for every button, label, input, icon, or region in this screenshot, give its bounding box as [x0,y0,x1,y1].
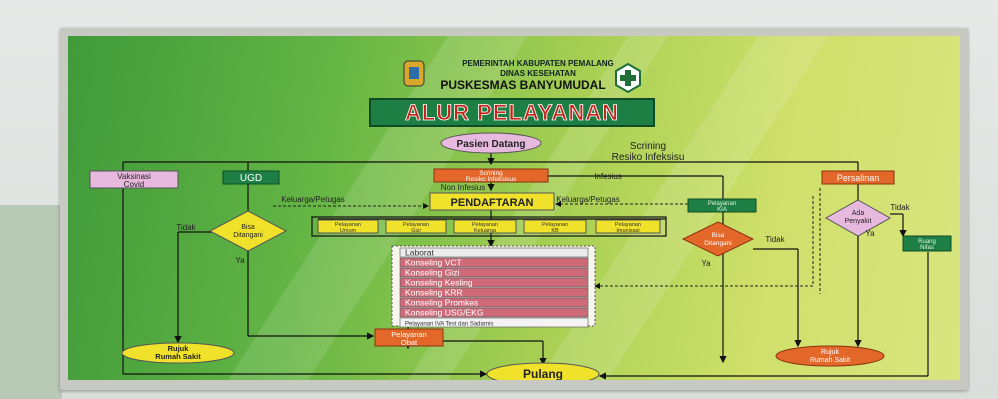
bisa-ditangani-right-2: Ditangani [704,240,731,247]
service-row-label: Pelayanan IVA Test dan Sadarnis [405,322,494,328]
rujuk-left-node [121,342,235,364]
pelayanan-group [311,216,667,237]
pulang-node [486,362,600,380]
flowchart-panel: PEMERINTAH KABUPATEN PEMALANG DINAS KESE… [68,36,960,380]
pelayanan-umum-1: Pelayanan [335,222,361,228]
bisa-ditangani-left-diamond [208,210,288,252]
infesius-label: Infesius [594,172,622,181]
bisa-ditangani-left-1: Bisa [241,224,255,231]
service-row-label: Konseling Gizi [405,268,459,278]
tidak-left-label: Tidak [176,223,196,232]
pelayanan-keluarga-box [453,219,517,234]
ada-penyakit-diamond [824,199,892,237]
connector-lines [122,151,929,380]
service-row-bg [399,287,589,298]
bisa-ditangani-right-1: Bisa [712,232,725,239]
pulang-label: Pulang [523,367,563,380]
service-row-bg [399,307,589,318]
service-row-label: Konseling USG/EKG [405,308,483,318]
pelayanan-obat-box [374,328,444,347]
pelayanan-gizi-box [385,219,447,234]
pelayanan-kb-1: Pelayanan [542,222,568,228]
service-row-label: Konseling Kesling [405,278,473,288]
vaksinasi-label-2: Covid [124,180,144,189]
rujuk-right-node [775,345,885,367]
wall-corner [0,205,62,399]
tidak-mid-label: Tidak [765,235,785,244]
pelayanan-kb-2: KB [551,228,559,234]
tidak-right-label: Tidak [890,203,910,212]
service-row-bg [399,267,589,278]
pelayanan-gizi-2: Gizi [411,228,420,234]
pelayanan-kia-box [687,198,757,213]
flowchart-svg: PEMERINTAH KABUPATEN PEMALANG DINAS KESE… [89,36,952,380]
pelayanan-imunisasi-2: Imunisasi [616,228,639,234]
ugd-box [222,170,280,185]
pelayanan-keluarga-1: Pelayanan [472,222,498,228]
scrining-right-1: Scrining [630,141,666,152]
ruang-nifas-box [902,235,952,252]
title-banner [369,98,655,127]
ya-right-label: Ya [865,229,875,238]
bisa-ditangani-right-diamond [681,221,755,257]
scrining-right-2: Resiko Infeksisu [612,152,685,163]
ugd-label: UGD [240,173,262,184]
non-infesius-label: Non Infesius [441,183,485,192]
pelayanan-kia-1: Pelayanan [708,201,736,207]
title: ALUR PELAYANAN [405,100,619,125]
pelayanan-kb-box [523,219,587,234]
ya-left-label: Ya [235,256,245,265]
rujuk-right-1: Rujuk [821,349,839,356]
pelayanan-keluarga-2: Keluarga [474,228,497,234]
pelayanan-obat-1: Pelayanan [391,330,426,339]
vaksinasi-box [89,170,179,189]
service-row-bg [399,297,589,308]
puskesmas-logo [615,62,641,94]
service-row-bg [399,277,589,288]
pelayanan-kia-2: KIA [717,207,727,213]
ruang-nifas-2: Nifas [920,245,934,251]
sign-board: PEMERINTAH KABUPATEN PEMALANG DINAS KESE… [60,28,968,390]
vaksinasi-label-1: Vaksinasi [117,172,151,181]
service-row-bg [399,317,589,328]
rujuk-right-2: Rumah Sakit [810,357,850,364]
ada-penyakit-1: Ada [852,210,865,217]
service-row-label: Konseling KRR [405,288,463,298]
keluarga-left-label: Keluarga/Petugas [281,195,345,204]
ruang-nifas-1: Ruang [918,239,936,245]
pendaftaran-box [429,192,555,211]
pelayanan-umum-2: Umum [340,228,357,234]
scrining-box-label-2: Resiko Infeksisus [466,176,517,183]
keluarga-right-label: Keluarga/Petugas [556,195,620,204]
pelayanan-umum-box [317,219,379,234]
ada-penyakit-2: Penyakit [845,218,872,225]
scrining-box [433,168,549,183]
pelayanan-imunisasi-1: Pelayanan [615,222,641,228]
persalinan-label: Persalinan [837,173,880,183]
pelayanan-obat-2: Obat [401,338,418,347]
service-row-label: Konseling Promkes [405,298,478,308]
pasien-datang-label: Pasien Datang [457,139,526,150]
service-row-label: Laborat [405,248,434,258]
scrining-box-label-1: Scrining [479,170,503,177]
regency-logo [403,60,425,87]
pelayanan-row: Pelayanan Umum Pelayanan Gizi Pelayanan … [317,219,661,234]
ya-mid-label: Ya [701,259,711,268]
header-line-2: DINAS KESEHATAN [500,69,576,78]
pendaftaran-label: PENDAFTARAN [451,197,534,209]
bisa-ditangani-left-2: Ditangani [233,232,263,239]
service-row-bg [399,257,589,268]
pasien-datang-node [440,132,542,154]
rujuk-left-1: Rujuk [168,344,190,353]
pelayanan-imunisasi-box [595,219,661,234]
header-line-1: PEMERINTAH KABUPATEN PEMALANG [462,59,614,68]
header-line-3: PUSKESMAS BANYUMUDAL [440,78,605,92]
rujuk-left-2: Rumah Sakit [155,352,201,361]
service-row-bg [399,247,589,258]
persalinan-box [821,170,895,185]
service-row-label: Konseling VCT [405,258,462,268]
pelayanan-gizi-1: Pelayanan [403,222,429,228]
